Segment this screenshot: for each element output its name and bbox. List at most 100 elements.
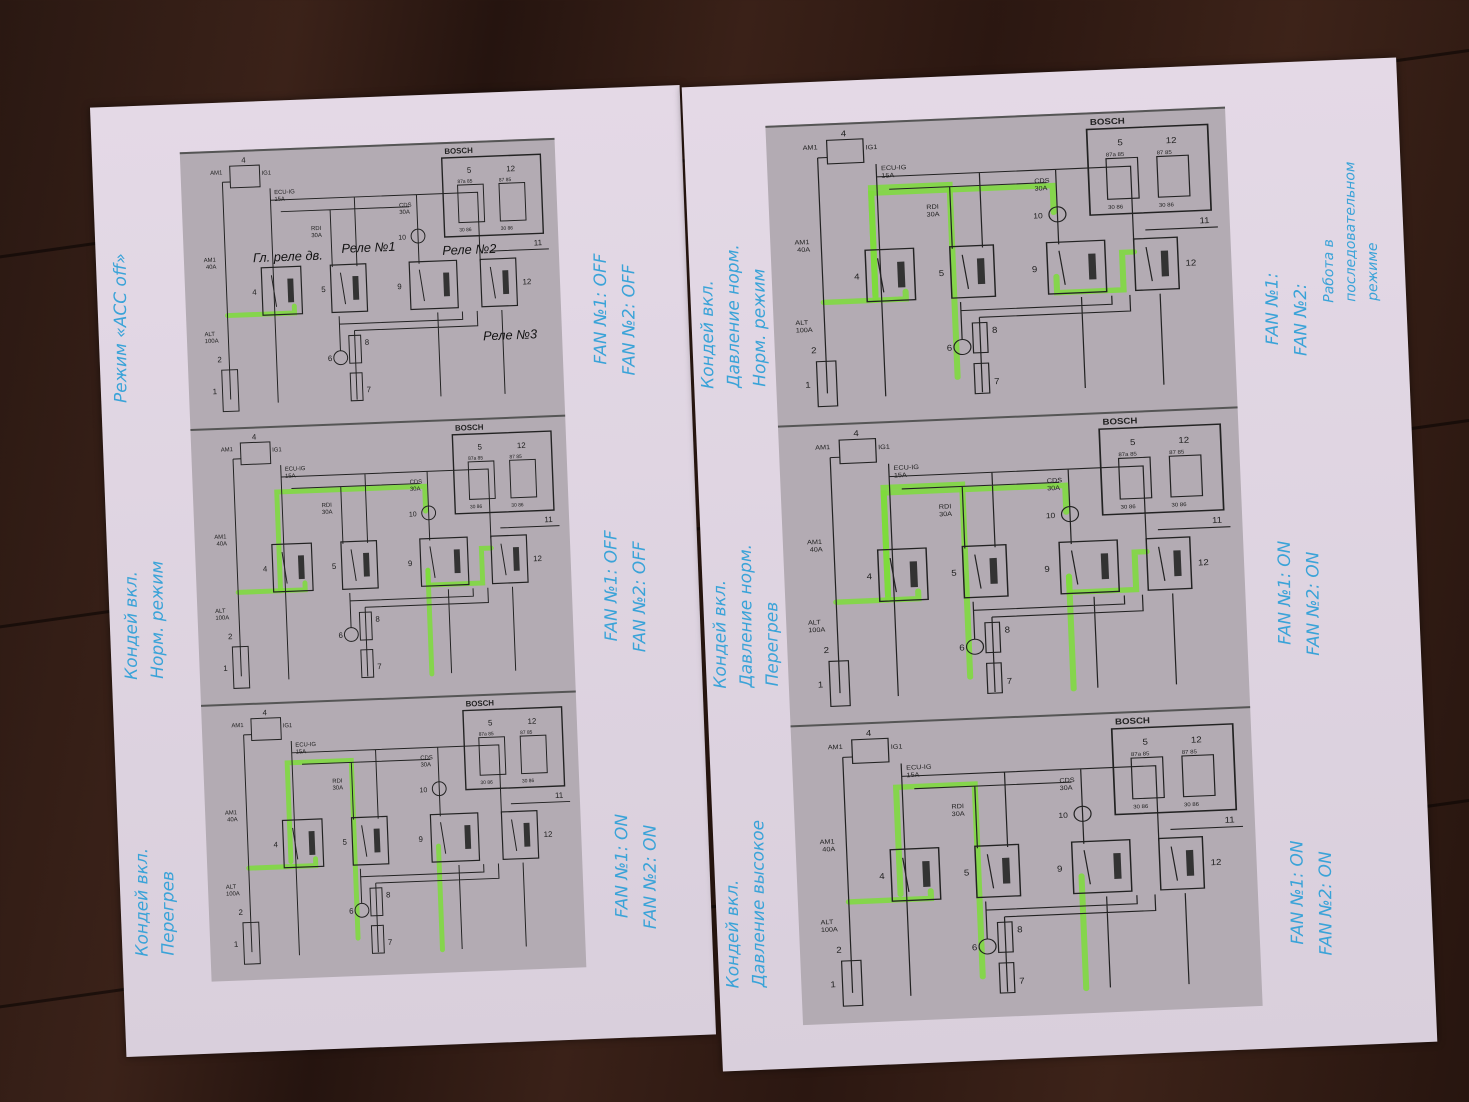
label-n5: 5 (951, 568, 957, 578)
label-ecu_ig_amp: 15A (274, 197, 285, 203)
label-ecu_ig: ECU-IG (893, 464, 919, 472)
label-n8: 8 (1017, 925, 1023, 935)
bosch-legend (1085, 123, 1213, 216)
label-am1_fuse: AM1 (820, 839, 835, 846)
label-n4: 4 (866, 572, 872, 582)
label-cds: CDS (399, 203, 412, 209)
fan-motor-1 (978, 938, 997, 955)
label-pins_bottom: 30 86 (1108, 205, 1123, 211)
label-n10: 10 (1058, 811, 1068, 820)
annotation-main-relay: Гл. реле дв. (253, 248, 323, 266)
label-ecu_ig: ECU-IG (906, 764, 932, 772)
label-pins_bottom: 30 86 (511, 502, 524, 508)
bosch-legend (1098, 423, 1225, 516)
battery (231, 645, 251, 689)
label-n1: 1 (234, 940, 239, 949)
label-n11: 11 (1212, 515, 1222, 525)
relay-1 (949, 244, 997, 299)
relay-1 (350, 816, 390, 867)
note-brace: последовательном (1342, 161, 1360, 302)
label-rdi_amp: 30A (926, 211, 940, 218)
switch-8 (369, 887, 384, 917)
fan-motor-2 (421, 505, 437, 520)
note-left: Давление норм. (723, 244, 745, 388)
label-bosch: BOSCH (465, 699, 494, 709)
wires (232, 457, 560, 680)
label-relay5: 5 (467, 166, 472, 175)
current-path-highlight (880, 481, 974, 680)
label-n10: 10 (1046, 511, 1056, 520)
label-am1_amp: 40A (206, 265, 217, 271)
relay-1 (329, 263, 369, 314)
label-ign_switch: 4 (262, 709, 267, 718)
label-n5: 5 (964, 868, 970, 878)
label-alt: ALT (204, 332, 215, 338)
fan-motor-2 (1048, 206, 1067, 223)
label-n8: 8 (1004, 625, 1010, 635)
label-pins_5_top: 87a 85 (457, 179, 473, 186)
note-right: FAN №2: OFF (619, 264, 640, 376)
note-brace: Работа в (1320, 239, 1338, 303)
label-n4: 4 (879, 871, 885, 881)
label-ecu_ig_amp: 15A (881, 173, 895, 180)
switch-8 (996, 921, 1014, 953)
label-alt_amp: 100A (808, 627, 826, 634)
current-path-highlight (892, 781, 986, 980)
label-relay5: 5 (1117, 138, 1123, 148)
label-n12: 12 (1198, 558, 1209, 568)
wires (829, 456, 1231, 697)
label-n6: 6 (338, 630, 343, 639)
label-bosch: BOSCH (1102, 416, 1137, 427)
label-rdi_amp: 30A (939, 511, 953, 518)
note-left: Давление высокое (748, 819, 770, 988)
label-n5: 5 (332, 561, 337, 570)
relay-3 (490, 533, 529, 584)
label-n10: 10 (419, 787, 427, 794)
switch-7 (998, 961, 1016, 994)
label-am1_amp: 40A (797, 247, 811, 254)
label-pins_bottom: 30 86 (522, 778, 535, 784)
label-n7: 7 (377, 662, 382, 671)
label-pins_5_top: 87a 85 (1118, 452, 1137, 458)
label-am1_fuse: AM1 (214, 534, 226, 540)
label-alt: ALT (215, 608, 226, 614)
label-n9: 9 (1044, 564, 1050, 574)
battery (840, 959, 864, 1007)
current-path-highlight (867, 181, 961, 380)
wires (816, 156, 1218, 397)
wires (221, 181, 549, 403)
relay-3 (1132, 236, 1181, 292)
current-path-highlight (284, 758, 361, 941)
label-alt: ALT (795, 320, 809, 327)
relay-2 (1058, 539, 1121, 595)
fan-motor-2 (1060, 506, 1080, 523)
label-cds_amp: 30A (1047, 485, 1061, 492)
battery (221, 369, 240, 413)
relay-1 (340, 539, 379, 590)
label-pins_12_top: 87 85 (1182, 750, 1197, 756)
relay-2 (408, 259, 459, 311)
label-bosch: BOSCH (455, 422, 484, 432)
note-brace: режиме (1364, 242, 1382, 301)
label-am1_amp: 40A (216, 541, 227, 547)
label-alt_amp: 100A (205, 339, 219, 346)
label-am1_amp: 40A (227, 817, 238, 823)
label-am1: AM1 (815, 444, 830, 451)
switch-8 (358, 611, 373, 641)
current-path-highlight (436, 843, 445, 953)
label-alt: ALT (226, 885, 237, 891)
note-right: FAN №1: OFF (601, 530, 622, 642)
current-path-highlight (845, 888, 935, 905)
label-ecu_ig_amp: 15A (894, 472, 908, 479)
label-n12: 12 (522, 277, 531, 286)
label-cds_amp: 30A (399, 210, 410, 216)
ignition-switch (851, 737, 890, 764)
relay-2 (1070, 839, 1133, 895)
label-n11: 11 (555, 791, 564, 800)
label-ign_switch: 4 (841, 129, 847, 139)
fan-motor-1 (953, 338, 972, 356)
label-ecu_ig: ECU-IG (274, 189, 295, 196)
label-n4: 4 (273, 841, 278, 850)
